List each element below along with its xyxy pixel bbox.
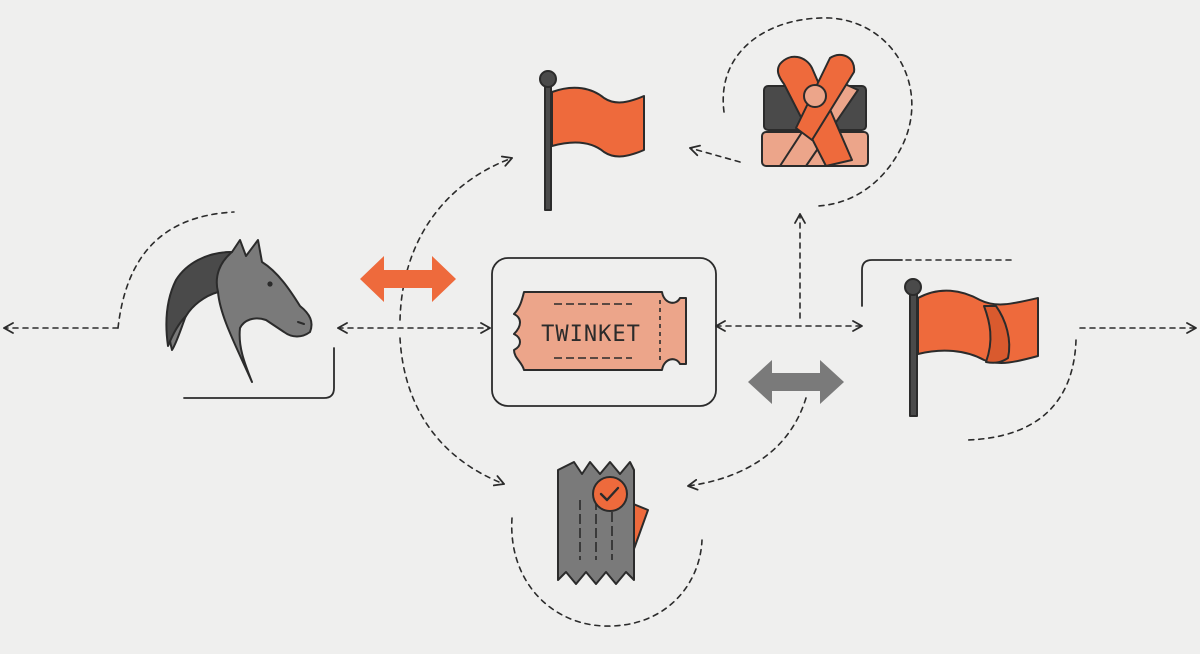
orange-flag-icon — [539, 70, 645, 211]
ticket-label: TWINKET — [541, 322, 641, 347]
connector-crossed-loop — [722, 17, 913, 207]
connector-crossed-to-flag — [689, 144, 741, 163]
connector-torn-loop — [511, 517, 703, 627]
crossed-tickets-icon — [761, 53, 869, 167]
connector-to-flag — [399, 155, 513, 321]
center-ticket[interactable]: TWINKET — [491, 257, 717, 407]
check-badge — [592, 476, 628, 512]
torn-ticket-check-icon — [557, 461, 649, 585]
orange-double-arrow — [360, 256, 456, 302]
horse-bracket — [183, 347, 335, 399]
waving-flag-icon — [904, 278, 1039, 417]
ticket-shape — [513, 291, 687, 371]
gray-double-arrow — [748, 360, 844, 404]
connector-right-arc — [965, 339, 1077, 441]
connector-horse-arc — [117, 211, 235, 329]
right-flag-bracket — [861, 259, 903, 307]
horse-head-icon — [165, 239, 313, 383]
connectors — [3, 17, 1197, 627]
check-mark-icon — [599, 486, 620, 502]
connector-torn-to-gray — [687, 397, 807, 491]
connector-to-torn-ticket — [399, 337, 505, 487]
ticket-frame — [491, 257, 717, 407]
